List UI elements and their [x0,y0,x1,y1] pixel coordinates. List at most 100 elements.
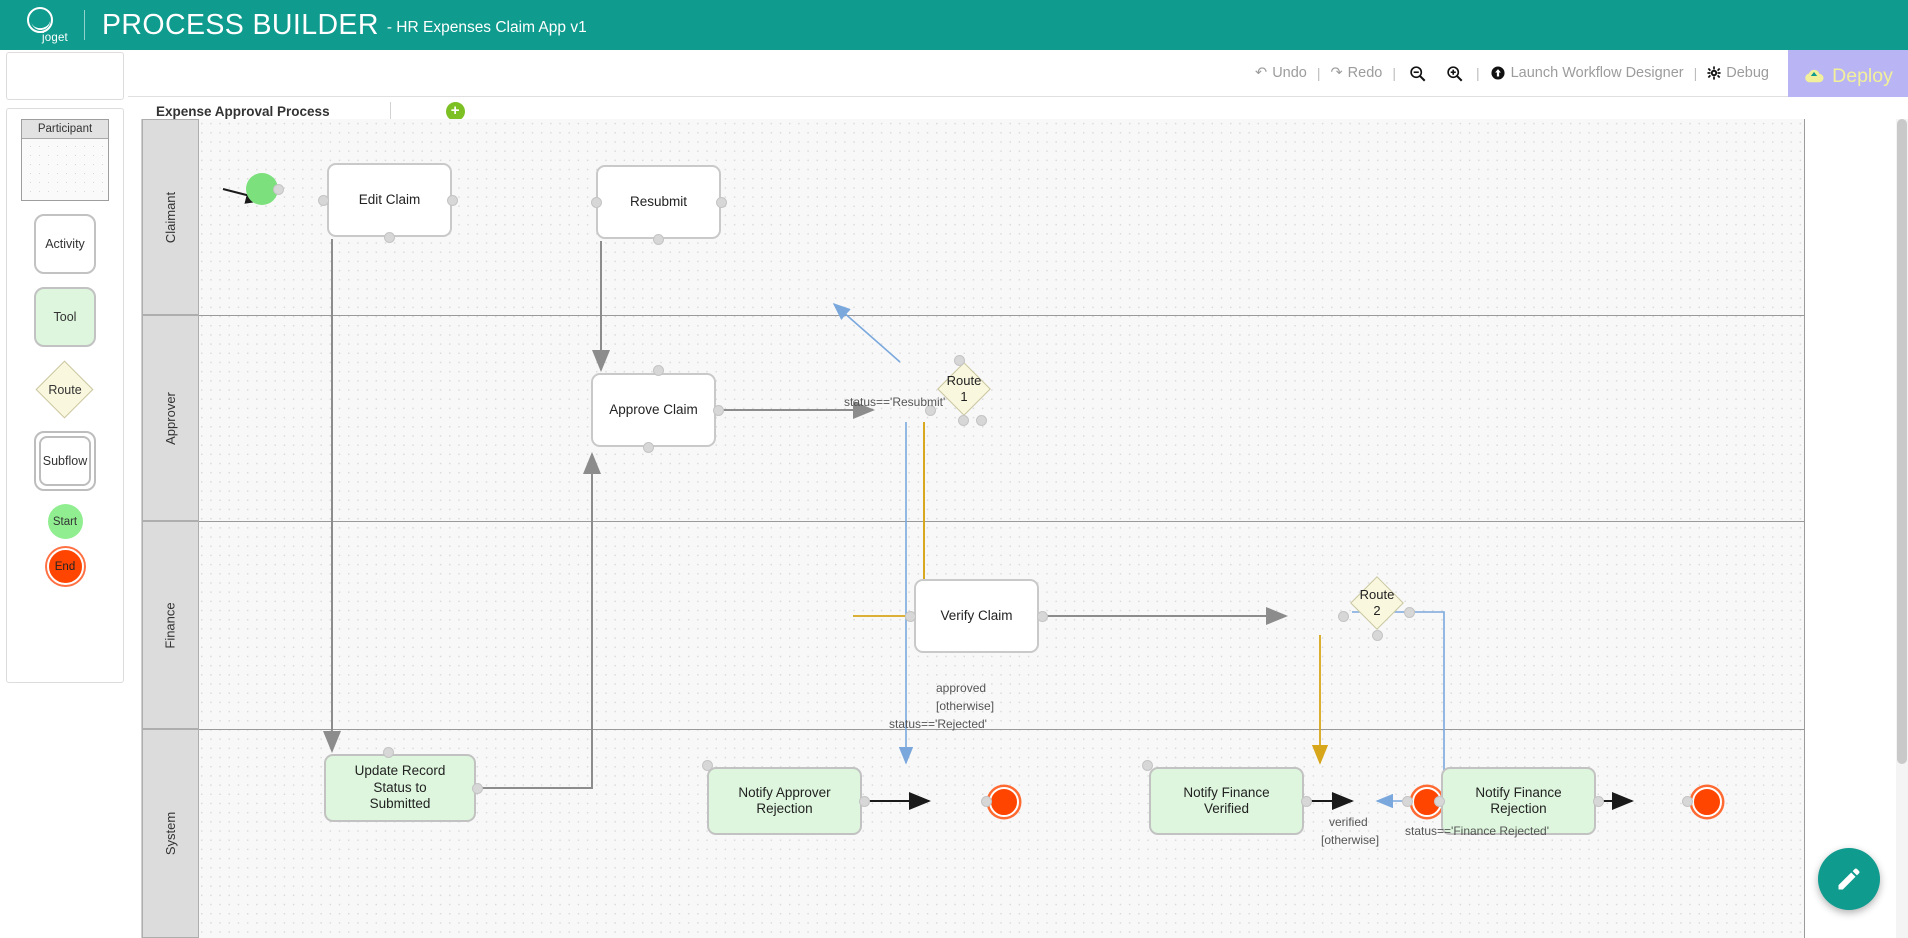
node-approve[interactable]: Approve Claim [591,373,716,447]
palette-top-box[interactable] [6,52,124,100]
connection-port[interactable] [591,197,602,208]
connection-port[interactable] [383,747,394,758]
edge-label: approved [936,681,987,695]
connection-port[interactable] [447,195,458,206]
node-end1[interactable] [989,787,1019,817]
connection-port[interactable] [702,760,713,771]
logo-ring-icon [27,7,53,33]
joget-logo[interactable]: joget [22,7,68,44]
palette-item-activity[interactable]: Activity [34,214,96,274]
canvas-right-border [1804,119,1805,938]
lane-separator [199,729,1805,730]
edge-label: verified [1329,815,1368,829]
launch-designer-label: Launch Workflow Designer [1510,65,1684,81]
gear-icon [1707,66,1721,80]
connection-port[interactable] [384,232,395,243]
connection-port[interactable] [1142,760,1153,771]
connection-port[interactable] [1434,796,1445,807]
header-divider [84,10,85,40]
launch-workflow-designer-button[interactable]: Launch Workflow Designer [1483,65,1691,81]
lane-header-claimant[interactable]: Claimant [142,119,199,315]
connection-port[interactable] [1402,796,1413,807]
deploy-label: Deploy [1832,64,1893,87]
connection-port[interactable] [1301,796,1312,807]
edit-fab-button[interactable] [1818,848,1880,910]
toolbar-divider-2: | [1392,65,1396,81]
palette-subflow-label: Subflow [39,436,91,486]
zoom-out-icon [1410,65,1426,81]
scrollbar-thumb[interactable] [1897,119,1907,764]
connection-port[interactable] [976,415,987,426]
element-palette: Participant Activity Tool Route Subflow … [6,108,124,683]
palette-item-subflow[interactable]: Subflow [34,431,96,491]
redo-icon: ↷ [1330,65,1343,81]
lane-separator [199,521,1805,522]
lane-header-finance[interactable]: Finance [142,521,199,729]
deploy-button[interactable]: Deploy [1788,50,1908,102]
connection-port[interactable] [1037,611,1048,622]
connection-port[interactable] [925,405,936,416]
connection-port[interactable] [859,796,870,807]
tab-expense-approval-process[interactable]: Expense Approval Process [156,104,330,119]
undo-button[interactable]: ↶ Undo [1248,65,1314,81]
redo-button[interactable]: ↷ Redo [1324,65,1390,81]
palette-tool-label: Tool [53,310,77,324]
node-verify[interactable]: Verify Claim [914,579,1039,653]
node-end3[interactable] [1692,787,1722,817]
zoom-out-button[interactable] [1399,65,1436,82]
connection-port[interactable] [1682,796,1693,807]
palette-item-route[interactable]: Route [35,360,94,419]
connection-port[interactable] [643,442,654,453]
lane-header-system[interactable]: System [142,729,199,938]
connection-port[interactable] [713,405,724,416]
palette-item-start[interactable]: Start [47,504,83,539]
zoom-in-button[interactable] [1436,65,1473,82]
palette-item-tool[interactable]: Tool [34,287,96,347]
canvas-vertical-scrollbar[interactable] [1896,119,1908,938]
connection-port[interactable] [653,365,664,376]
connection-port[interactable] [958,415,969,426]
undo-label: Undo [1272,65,1307,81]
brand-wordmark: joget [42,32,68,44]
connection-port[interactable] [716,197,727,208]
cloud-upload-icon [1805,69,1824,83]
connection-port[interactable] [954,355,965,366]
toolbar-divider-1: | [1316,65,1321,81]
connection-port[interactable] [1404,607,1415,618]
node-label: Edit Claim [358,191,421,207]
connection-port[interactable] [653,234,664,245]
connection-port[interactable] [905,611,916,622]
connection-port[interactable] [1593,796,1604,807]
palette-item-participant[interactable]: Participant [21,119,109,201]
node-resub[interactable]: Resubmit [596,165,721,239]
palette-item-end[interactable]: End [46,548,84,585]
palette-activity-label: Activity [45,237,85,251]
lane-header-approver[interactable]: Approver [142,315,199,521]
redo-label: Redo [1347,65,1383,81]
debug-label: Debug [1726,65,1769,81]
connection-port[interactable] [318,195,329,206]
edge-label: [otherwise] [1321,833,1380,847]
debug-button[interactable]: Debug [1700,65,1776,81]
edge-label: [otherwise] [936,699,995,713]
connection-port[interactable] [1338,611,1349,622]
add-process-button[interactable]: + [445,102,465,121]
connection-port[interactable] [472,783,483,794]
connection-port[interactable] [273,184,284,195]
undo-icon: ↶ [1255,65,1268,81]
connection-port[interactable] [981,796,992,807]
node-edit[interactable]: Edit Claim [327,163,452,237]
connection-port[interactable] [1372,630,1383,641]
palette-start-label: Start [52,515,78,528]
